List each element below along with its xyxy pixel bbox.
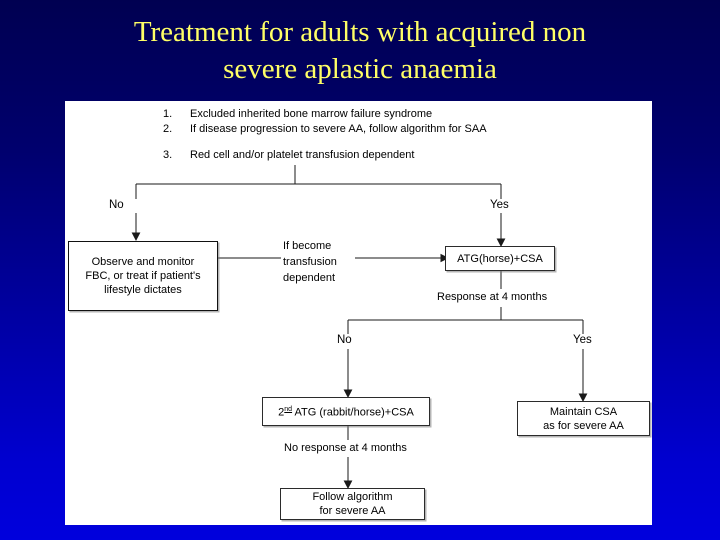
page-title: Treatment for adults with acquired non s…: [133, 16, 587, 85]
criteria-number-3: 3.: [163, 149, 173, 161]
connector-label-no-response-at-4-months: No response at 4 months: [284, 442, 407, 454]
branch-label-lower-no: No: [337, 334, 352, 346]
node-observe-and-monitor[interactable]: Observe and monitor FBC, or treat if pat…: [68, 241, 218, 311]
criteria-text-1: Excluded inherited bone marrow failure s…: [190, 108, 433, 120]
connector-label-response-at-4-months: Response at 4 months: [437, 291, 548, 303]
connector-label-if-become-transfusion-dependent: If become transfusion dependent: [283, 240, 337, 284]
criteria-text-3: Red cell and/or platelet transfusion dep…: [190, 149, 415, 161]
second-atg-number: 2: [278, 406, 285, 419]
node-second-atg-label: 2nd ATG (rabbit/horse)+CSA: [278, 403, 414, 420]
node-atg-horse-csa[interactable]: ATG(horse)+CSA: [445, 246, 555, 271]
branch-label-lower-yes: Yes: [573, 334, 592, 346]
branch-label-top-no: No: [109, 199, 124, 211]
node-follow-algorithm[interactable]: Follow algorithm for severe AA: [280, 488, 425, 520]
branch-label-top-yes: Yes: [490, 199, 509, 211]
criteria-number-2: 2.: [163, 123, 173, 135]
flowchart-connectors: [131, 165, 588, 489]
node-maintain-csa[interactable]: Maintain CSA as for severe AA: [517, 401, 650, 436]
algorithm-figure-panel: 1. Excluded inherited bone marrow failur…: [65, 101, 652, 525]
criteria-text-2: If disease progression to severe AA, fol…: [190, 123, 487, 135]
second-atg-ordinal: nd: [284, 406, 293, 414]
criteria-number-1: 1.: [163, 108, 173, 120]
node-second-atg[interactable]: 2nd ATG (rabbit/horse)+CSA: [262, 397, 430, 426]
second-atg-rest: ATG (rabbit/horse)+CSA: [292, 406, 414, 419]
